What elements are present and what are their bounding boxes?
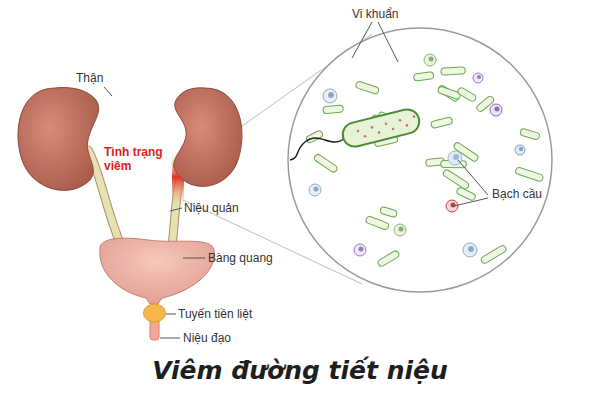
bacterium-dot <box>364 135 367 138</box>
bacterium-dot <box>378 131 381 134</box>
leader-line <box>352 22 372 58</box>
bacterium <box>380 206 398 217</box>
cell-nucleus <box>468 246 474 252</box>
cell-nucleus <box>399 227 404 232</box>
bacterium-dot <box>385 123 388 126</box>
caption: Viêm đường tiết niệu <box>0 356 600 385</box>
bacterium <box>441 67 466 75</box>
bacterium <box>442 169 470 190</box>
label-urethra: Niệu đạo <box>183 332 231 346</box>
bacterium-dot <box>406 124 409 127</box>
leader-line <box>160 338 180 339</box>
blood-cell <box>394 224 406 236</box>
label-white-cell: Bạch cầu <box>490 188 544 202</box>
label-inflammation: Tình trạng viêm <box>104 146 168 174</box>
leader-line <box>454 198 488 206</box>
bacterium <box>305 130 323 144</box>
cell-nucleus <box>495 107 500 112</box>
bacterium <box>480 244 507 264</box>
blood-cell <box>473 73 483 83</box>
bacterium-dot <box>371 126 374 129</box>
blood-cell <box>309 184 321 196</box>
leader-line <box>104 87 112 96</box>
bacterium <box>437 86 461 100</box>
blood-cell <box>515 145 525 155</box>
blood-cell <box>354 244 366 256</box>
label-prostate: Tuyến tiền liệt <box>178 308 252 322</box>
bacterium <box>457 87 477 103</box>
bacterium <box>340 107 421 149</box>
bacterium <box>520 128 541 140</box>
blood-cell <box>323 89 337 103</box>
bacterium <box>515 167 544 183</box>
label-bacteria: Vi khuẩn <box>352 8 398 22</box>
blood-cell <box>490 104 502 116</box>
bacterium-dot <box>357 130 360 133</box>
left-kidney <box>18 88 99 191</box>
bacterium <box>430 117 453 129</box>
cell-nucleus <box>359 247 364 252</box>
bacterium <box>413 72 434 82</box>
bacterium <box>313 153 338 173</box>
bacterium <box>365 216 390 231</box>
bacterium <box>355 81 379 95</box>
cell-nucleus <box>429 57 434 62</box>
cell-nucleus <box>477 75 481 79</box>
magnifier-circle <box>288 28 552 292</box>
cell-nucleus <box>519 147 523 151</box>
leader-line <box>170 208 182 211</box>
bacterium <box>323 105 344 114</box>
leader-line <box>378 22 398 62</box>
prostate <box>144 304 166 322</box>
leader-line <box>166 314 176 315</box>
bacterium-dot <box>399 119 402 122</box>
bacterium-dot <box>392 128 395 131</box>
label-ureter: Niệu quản <box>184 202 239 216</box>
bladder <box>100 238 215 304</box>
cell-nucleus <box>453 154 459 160</box>
flagellum <box>290 138 345 160</box>
blood-cell <box>463 243 477 257</box>
leader-line <box>183 258 205 259</box>
cell-nucleus <box>451 203 456 208</box>
leader-line <box>458 160 488 195</box>
cell-nucleus <box>314 187 319 192</box>
cell-nucleus <box>328 92 334 98</box>
label-bladder: Bàng quang <box>208 252 273 266</box>
microscope-view <box>290 54 544 267</box>
blood-cell <box>446 200 458 212</box>
right-kidney <box>174 88 242 187</box>
bacterium <box>377 250 400 268</box>
blood-cell <box>424 54 436 66</box>
bacterium-dot <box>413 115 416 118</box>
label-kidney: Thận <box>76 72 103 86</box>
